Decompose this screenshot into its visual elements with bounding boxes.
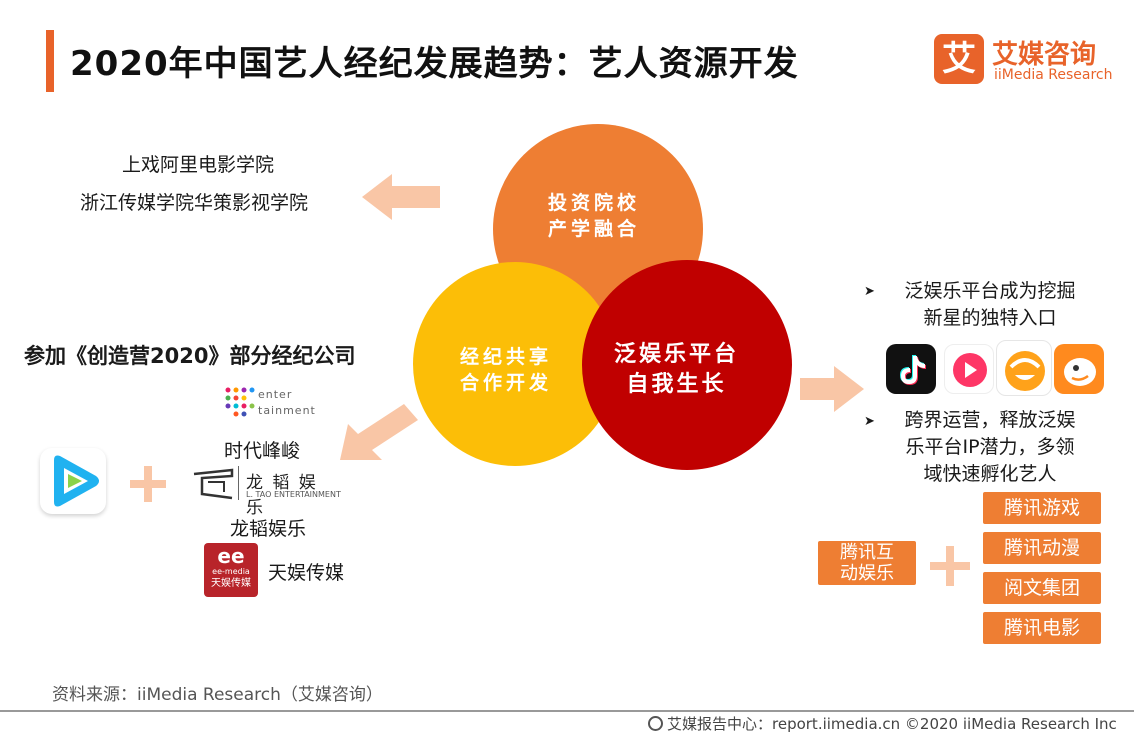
tencent-main-line1: 腾讯互 [840,542,894,563]
tencent-main-line2: 动娱乐 [840,563,894,584]
circle-top-line2: 产学融合 [548,218,641,240]
douyin-app-icon [886,344,936,394]
footer-site: 艾媒报告中心：report.iimedia.cn ©2020 iiMedia R… [648,713,1117,734]
page-title: 2020年中国艺人经纪发展趋势：艺人资源开发 [70,44,799,84]
bullet-marker-2: ➤ [864,414,875,429]
school-line-1: 上戏阿里电影学院 [122,154,275,176]
agencies-heading: 参加《创造营2020》部分经纪公司 [24,344,356,368]
circle-right-line1: 泛娱乐平台 [614,342,740,367]
footer-site-text: 艾媒报告中心：report.iimedia.cn ©2020 iiMedia R… [667,715,1117,733]
agency-longtao: 龙韬娱乐 [230,518,307,540]
longtao-logo-cn: 龙 韬 娱 乐 [246,473,318,518]
platform-bullet-2-line2: 乐平台IP潜力，多领 [905,436,1075,458]
eemedia-logo-top: ee-media [212,567,250,576]
tencent-unit-comics: 腾讯动漫 [983,532,1101,564]
play-icon [54,455,99,507]
agency-shidai: 时代峰峻 [224,440,301,462]
circle-left-line2: 合作开发 [460,372,553,394]
circle-pan-entertainment [582,260,792,470]
enter-text: enter [258,388,293,401]
platform-bullet-1-line2: 新星的独特入口 [923,307,1057,329]
source-note: 资料来源：iiMedia Research（艾媒咨询） [52,685,383,705]
plus-icon-right [930,546,970,586]
tencent-unit-film: 腾讯电影 [983,612,1101,644]
arrow-right-icon [800,366,864,412]
platform-bullet-2-line1: 跨界运营，释放泛娱 [904,409,1076,431]
tainment-text: tainment [258,404,316,417]
platform-bullet-2-line3: 域快速孵化艺人 [923,463,1057,485]
huya-face-icon [1005,351,1045,391]
dots-logo-icon [225,387,255,417]
longtao-logo-en: L. TAO ENTERTAINMENT [246,490,341,499]
circle-top-label: 投资院校 产学融合 [548,190,640,242]
longtao-mark-icon [193,468,234,500]
arrow-left-icon [362,174,440,220]
bullet-marker-1: ➤ [864,284,875,299]
circle-right-line2: 自我生长 [626,372,727,397]
circle-left-line1: 经纪共享 [460,346,553,368]
logo-mark: 艾 [934,34,984,84]
platform-bullet-2: 跨界运营，释放泛娱 乐平台IP潜力，多领 域快速孵化艺人 [884,407,1096,488]
tencent-unit-games: 腾讯游戏 [983,492,1101,524]
globe-icon [648,716,663,731]
logo-en-text: iiMedia Research [994,67,1113,83]
kuaishou-app-icon [944,344,994,394]
kuaishou-icon [953,353,987,387]
douyu-fish-icon [1064,358,1096,386]
iimedia-logo: 艾 艾媒咨询 iiMedia Research [934,34,1114,86]
douyu-app-icon [1054,344,1104,394]
ee-mark: ee [217,544,245,568]
tencent-interactive-box: 腾讯互 动娱乐 [818,541,916,585]
eemedia-logo-bottom: 天娱传媒 [211,578,251,589]
longtao-logo: 龙 韬 娱 乐 L. TAO ENTERTAINMENT [192,466,344,518]
footer-divider [0,710,1134,712]
title-accent-bar [46,30,54,92]
school-line-2: 浙江传媒学院华策影视学院 [80,192,309,214]
platform-bullet-1: 泛娱乐平台成为挖掘 新星的独特入口 [884,278,1096,332]
circle-right-label: 泛娱乐平台 自我生长 [614,340,739,400]
circle-left-label: 经纪共享 合作开发 [460,344,552,396]
circle-top-line1: 投资院校 [548,192,641,214]
platform-bullet-1-line1: 泛娱乐平台成为挖掘 [904,280,1076,302]
logo-cn-text: 艾媒咨询 [992,40,1097,70]
tencent-video-app-icon [40,448,106,514]
huya-app-icon [996,340,1052,396]
agency-tianyu: 天娱传媒 [268,562,345,584]
enter-tainment-logo: enter tainment [222,382,322,422]
tencent-unit-literature: 阅文集团 [983,572,1101,604]
plus-icon-left [130,466,166,502]
tiktok-note-icon [900,355,926,385]
eemedia-logo: ee ee-media 天娱传媒 [204,543,258,597]
arrow-down-left-icon [340,404,418,460]
